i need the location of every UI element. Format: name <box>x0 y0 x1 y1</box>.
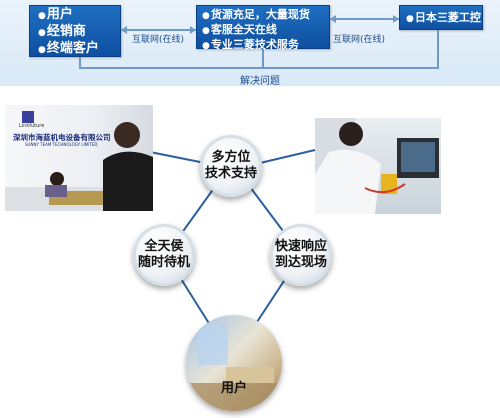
laptop-screen <box>401 142 435 172</box>
bottom-label: 解决问题 <box>240 76 280 87</box>
room-window <box>198 325 228 365</box>
down-line-left <box>79 57 81 69</box>
standby-line-1: 全天侯 <box>144 239 184 254</box>
support-line-1: 多方位 <box>211 150 251 165</box>
room-floor <box>186 383 282 411</box>
tech-head <box>339 122 363 146</box>
node-fast-response: 快速响应到达现场 <box>270 224 332 286</box>
person-body <box>103 151 153 211</box>
seated-person-body <box>45 185 67 197</box>
node-technical-support: 多方位技术支持 <box>200 135 262 197</box>
company-name-en: SUNNY TEAM TECHNOLOGY LIMITED <box>25 142 98 147</box>
cables <box>364 183 406 194</box>
response-line-2: 到达现场 <box>274 255 327 270</box>
photo-technician <box>315 118 441 214</box>
service-line-3: ●专业三菱技术服务 <box>202 38 299 51</box>
node-user: 用户 <box>186 315 282 411</box>
node-standby: 全天侯随时待机 <box>133 224 195 286</box>
brand-text: Linkfuture <box>19 123 45 129</box>
logo-mark <box>22 111 34 123</box>
arrow-right-right <box>393 15 399 23</box>
user-label: 用户 <box>220 381 247 396</box>
link-label-right: 互联网(在线) <box>333 35 386 45</box>
response-line-1: 快速响应 <box>274 239 327 254</box>
customer-line-1: ●用户 <box>38 7 73 22</box>
yellow-meter <box>381 174 397 194</box>
company-name-cn: 深圳市海蓝机电设备有限公司 <box>13 133 111 142</box>
bottom-bar <box>79 67 439 69</box>
down-line-mid <box>262 49 264 69</box>
customer-line-3: ●终端客户 <box>38 41 99 56</box>
box-mitsubishi: ●日本三菱工控 <box>399 5 483 30</box>
line-photo-right <box>259 149 316 164</box>
person-head <box>114 122 140 148</box>
photo-office: Linkfuture 深圳市海蓝机电设备有限公司 SUNNY TEAM TECH… <box>5 105 153 211</box>
tech-body <box>315 149 381 214</box>
support-line-2: 技术支持 <box>204 166 257 181</box>
down-line-right <box>437 30 439 69</box>
seated-person-head <box>50 172 64 186</box>
customer-line-2: ●经销商 <box>38 24 86 39</box>
arrow-left <box>121 26 127 34</box>
box-services: ●货源充足，大量现货 ●客服全天在线 ●专业三菱技术服务 <box>196 5 330 51</box>
arrow-left-right <box>190 26 196 34</box>
mitsubishi-line: ●日本三菱工控 <box>406 11 481 24</box>
standby-line-2: 随时待机 <box>137 255 190 270</box>
connector-left <box>121 29 196 31</box>
service-line-2: ●客服全天在线 <box>202 23 277 36</box>
connector-right <box>330 18 399 20</box>
link-label-left: 互联网(在线) <box>132 35 185 45</box>
room-sofa <box>226 367 274 383</box>
arrow-right <box>330 15 336 23</box>
service-line-1: ●货源充足，大量现货 <box>202 8 310 21</box>
box-customers: ●用户 ●经销商 ●终端客户 <box>29 5 121 57</box>
